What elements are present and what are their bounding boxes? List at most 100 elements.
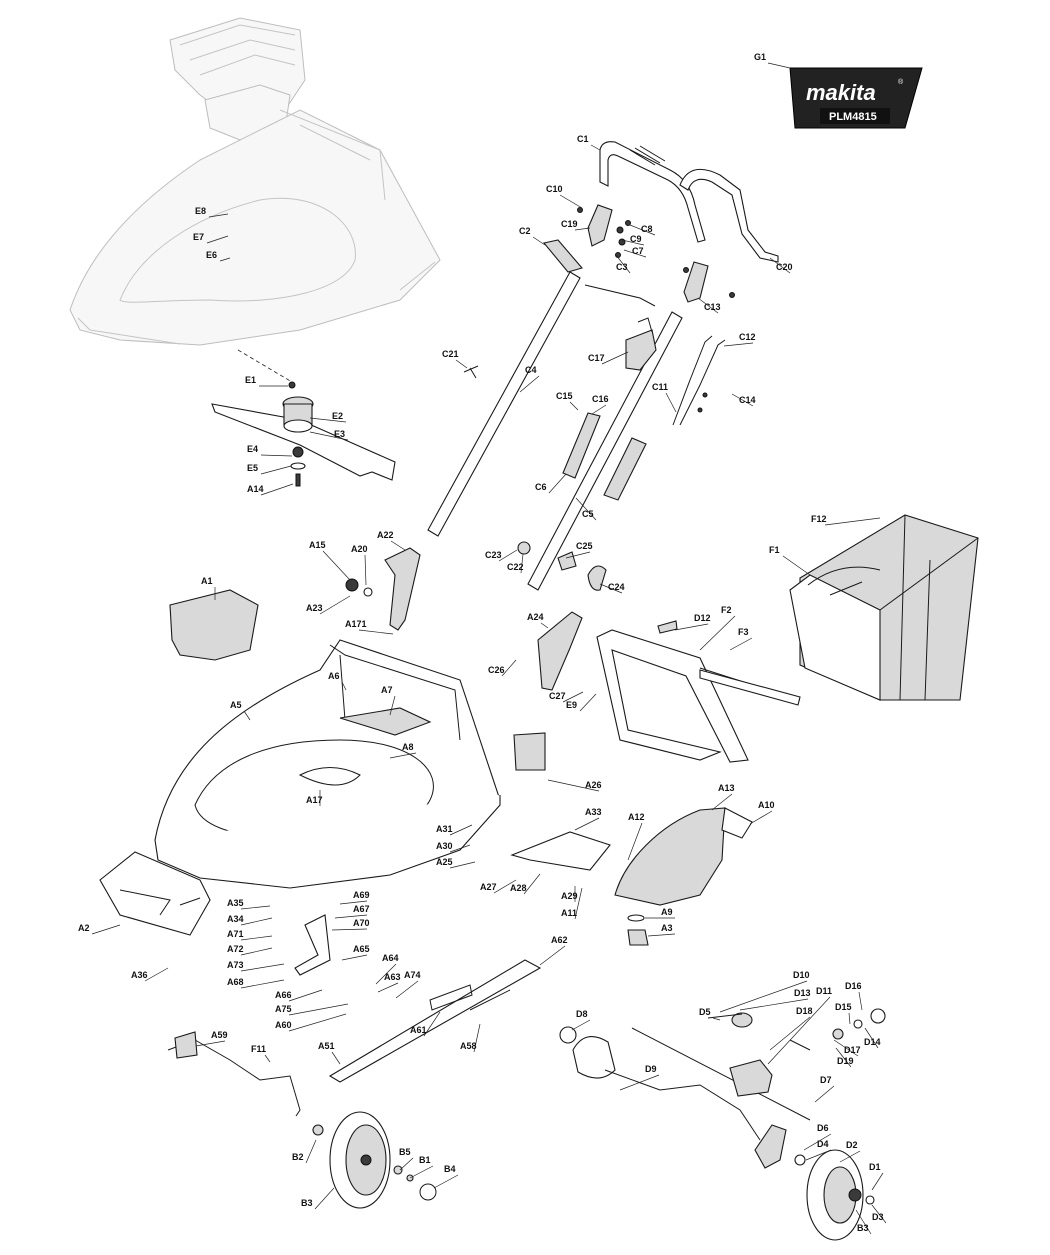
callout-label-a171: A171	[345, 619, 367, 629]
blade-assembly	[211, 381, 396, 487]
callout-label-f11: F11	[251, 1044, 266, 1054]
callout-label-a73: A73	[227, 960, 244, 970]
callout-label-f2: F2	[721, 605, 732, 615]
callout-label-c23: C23	[485, 550, 502, 560]
callout-label-a25: A25	[436, 857, 453, 867]
callout-label-a68: A68	[227, 977, 244, 987]
leader-line-a71	[240, 935, 273, 941]
leader-line-c25	[565, 551, 591, 559]
callout-label-e3: E3	[334, 429, 345, 439]
callout-label-a1: A1	[201, 576, 213, 586]
callout-label-c17: C17	[588, 353, 605, 363]
callout-leaders	[91, 62, 887, 1235]
main-deck-assembly	[99, 547, 753, 1117]
leader-line-b3	[314, 1187, 335, 1210]
leader-line-a75	[288, 1003, 349, 1016]
leader-line-a66	[288, 989, 323, 1002]
callout-label-c24: C24	[608, 582, 625, 592]
callout-label-d6: D6	[817, 1123, 829, 1133]
leader-line-a11	[574, 887, 583, 920]
callout-label-a51: A51	[318, 1041, 335, 1051]
callout-label-b3: B3	[301, 1198, 313, 1208]
callout-label-e2: E2	[332, 411, 343, 421]
leader-line-a28	[523, 873, 541, 895]
callout-label-a34: A34	[227, 914, 244, 924]
callout-label-c25: C25	[576, 541, 593, 551]
callout-label-c4: C4	[525, 365, 537, 375]
leader-line-a64	[375, 963, 397, 985]
leader-line-a51	[331, 1051, 341, 1065]
callout-label-a23: A23	[306, 603, 323, 613]
callout-label-a26: A26	[585, 780, 602, 790]
leader-line-d2	[839, 1150, 861, 1163]
callout-label-d9: D9	[645, 1064, 657, 1074]
callout-label-d4: D4	[817, 1139, 829, 1149]
leader-line-a5	[243, 710, 251, 721]
leader-line-a30	[449, 844, 471, 853]
leader-line-c22	[520, 553, 524, 574]
callout-label-a2: A2	[78, 923, 90, 933]
callout-label-a33: A33	[585, 807, 602, 817]
callout-label-a30: A30	[436, 841, 453, 851]
callout-label-a59: A59	[211, 1030, 228, 1040]
leader-line-a3	[647, 933, 676, 937]
leader-line-c15	[569, 401, 579, 411]
leader-line-a12	[627, 822, 643, 861]
callout-label-a14: A14	[247, 484, 264, 494]
leader-line-a7	[389, 695, 396, 716]
callout-label-c8: C8	[641, 224, 653, 234]
callout-label-a5: A5	[230, 700, 242, 710]
makita-logo: makita PLM4815 ®	[789, 67, 923, 129]
callout-label-c21: C21	[442, 349, 459, 359]
callout-label-a9: A9	[661, 907, 673, 917]
callout-label-d15: D15	[835, 1002, 852, 1012]
logo-registered-mark: ®	[898, 78, 904, 86]
leader-line-a10	[749, 810, 773, 825]
leader-line-e8	[208, 213, 229, 218]
ghost-dashed-link	[237, 349, 293, 383]
callout-label-a24: A24	[527, 612, 544, 622]
leader-line-a35	[240, 905, 271, 910]
callout-label-a10: A10	[758, 800, 775, 810]
leader-line-a13	[711, 793, 733, 811]
leader-line-d9	[619, 1074, 660, 1091]
callout-label-c10: C10	[546, 184, 563, 194]
leader-line-b5	[399, 1157, 414, 1171]
callout-label-c7: C7	[632, 246, 644, 256]
leader-line-c21	[455, 359, 468, 369]
leader-line-a20	[364, 554, 367, 586]
callout-label-a13: A13	[718, 783, 735, 793]
callout-label-a70: A70	[353, 918, 370, 928]
leader-line-d1	[871, 1172, 884, 1191]
leader-line-a23	[319, 595, 351, 615]
leader-line-a72	[240, 947, 273, 956]
callout-label-c19: C19	[561, 219, 578, 229]
callout-label-a58: A58	[460, 1041, 477, 1051]
leader-line-e2	[309, 417, 347, 423]
callout-label-d5: D5	[699, 1007, 711, 1017]
leader-line-b3	[855, 1209, 872, 1235]
leader-line-c24	[599, 583, 623, 594]
ghost-engine-deck-assembly	[69, 17, 441, 346]
leader-line-a70	[331, 928, 368, 931]
callout-label-c1: C1	[577, 134, 589, 144]
leader-line-a73	[240, 963, 285, 972]
callout-label-a7: A7	[381, 685, 393, 695]
callout-label-a35: A35	[227, 898, 244, 908]
callout-label-a28: A28	[510, 883, 527, 893]
grass-box-assembly	[596, 514, 979, 763]
callout-label-c6: C6	[535, 482, 547, 492]
leader-line-d13	[739, 998, 809, 1011]
callout-label-d16: D16	[845, 981, 862, 991]
callout-label-a71: A71	[227, 929, 244, 939]
callout-label-a22: A22	[377, 530, 394, 540]
callout-label-b4: B4	[444, 1164, 456, 1174]
callout-label-e4: E4	[247, 444, 258, 454]
callout-label-c14: C14	[739, 395, 756, 405]
callout-label-a6: A6	[328, 671, 340, 681]
leader-line-d10	[719, 980, 808, 1013]
leader-line-c13	[697, 297, 719, 314]
leader-line-c20	[769, 257, 791, 274]
leader-line-a65	[341, 954, 368, 961]
